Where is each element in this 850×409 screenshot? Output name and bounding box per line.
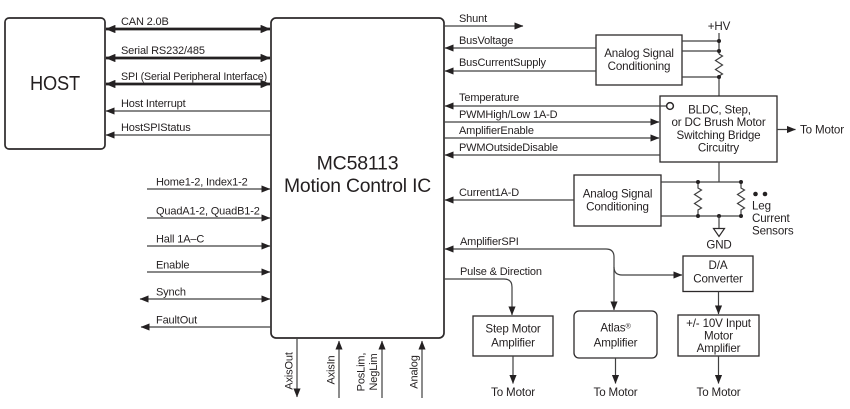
enable-label: Enable [156,260,189,272]
mc58113-label-line1: MC58113 [317,153,399,175]
junction-dot [739,180,743,184]
asc-bottom-box [573,174,662,227]
node-da-converter: D/A Converter [682,255,754,315]
axisin-label: AxisIn [326,355,338,384]
v10-amp-label-line1: +/- 10V Input [686,317,752,330]
amplifierspi-label: AmplifierSPI [460,236,519,248]
dac-box [682,255,754,293]
node-analog-signal-conditioning-bottom: Analog Signal Conditioning [573,174,662,227]
current1ad-label: Current1A-D [459,187,519,199]
hostspistatus-label: HostSPIStatus [121,122,191,134]
bridge-label-line2: or DC Brush Motor [671,116,765,129]
amplifierspi-dac-branch [613,266,683,279]
v10-amp-to-motor-label: To Motor [697,386,741,399]
node-switching-bridge: BLDC, Step, or DC Brush Motor Switching … [659,95,844,182]
leg-resistor-left [693,182,703,216]
axisout-label: AxisOut [284,352,296,390]
gnd-symbol [712,227,726,238]
quad-label: QuadA1-2, QuadB1-2 [156,206,260,218]
pulse-direction-line [444,278,516,316]
buscurrentsupply-label: BusCurrentSupply [459,57,547,69]
host-label: HOST [30,73,80,95]
faultout-label: FaultOut [156,315,197,327]
analog-label: Analog [409,355,421,388]
junction-dot [717,49,721,53]
dac-label-line2: Converter [693,273,743,286]
asc-bottom-label-line1: Analog Signal [583,188,653,201]
junction-dot [717,75,721,79]
mc58113-box [270,17,445,339]
bridge-label-line3: Switching Bridge [677,129,761,142]
leg-resistor-right [736,182,746,216]
node-step-motor-amplifier: Step Motor Amplifier To Motor [472,315,554,399]
node-analog-signal-conditioning-top: Analog Signal Conditioning [595,34,719,86]
leg-sensor-dot [762,191,768,197]
synch-label: Synch [156,287,186,299]
pwmoutsidedisable-label: PWMOutsideDisable [459,142,558,154]
pulse-direction-label: Pulse & Direction [460,266,542,278]
v10-amp-box [677,314,760,357]
bridge-to-motor-label: To Motor [800,124,844,137]
hv-rail: +HV [708,20,731,96]
bridge-label-line4: Circuitry [698,142,740,155]
junction-dot [739,214,743,218]
host-box [4,17,106,150]
leg-sensors-label-line1: Leg [752,200,771,213]
step-amp-label-line1: Step Motor [485,323,540,336]
gnd-label: GND [706,239,731,252]
neglim-label: NegLim [368,353,380,390]
host-interrupt-label: Host Interrupt [121,98,186,110]
serial-label: Serial RS232/485 [121,45,205,57]
asc-top-box [595,34,683,86]
dac-label-line1: D/A [709,259,728,272]
home-index-label: Home1-2, Index1-2 [156,177,248,189]
leg-current-sensor-network: GND Leg Current Sensors [661,180,794,252]
host-bus-lines: CAN 2.0B Serial RS232/485 SPI (Serial Pe… [105,16,271,139]
atlas-amp-label-line1: Atlas® [600,321,631,334]
step-amp-box [472,315,554,357]
node-host: HOST [4,17,106,150]
poslim-label: PosLim, [356,353,368,392]
leg-sensors-label-line2: Current [752,212,791,225]
leg-sensor-dot [753,191,758,197]
can-label: CAN 2.0B [121,16,169,28]
mc58113-label-line2: Motion Control IC [284,175,431,197]
asc-top-label-line1: Analog Signal [604,47,674,60]
v10-amp-label-line2: Motor [704,330,733,343]
node-10v-motor-amplifier: +/- 10V Input Motor Amplifier To Motor [677,314,760,399]
temperature-sensor-circle [665,101,675,111]
bridge-label-line1: BLDC, Step, [688,104,751,117]
step-amp-label-line2: Amplifier [491,336,535,349]
amplifierenable-label: AmplifierEnable [459,125,534,137]
step-amp-to-motor-label: To Motor [491,386,535,399]
temperature-label: Temperature [459,92,519,104]
node-atlas-amplifier: Atlas® Amplifier To Motor [573,310,658,399]
right-signal-lines: Shunt BusVoltage BusCurrentSupply Temper… [444,13,683,316]
left-signal-lines: Home1-2, Index1-2 QuadA1-2, QuadB1-2 Hal… [139,177,271,331]
hv-label: +HV [708,20,731,33]
spi-label: SPI (Serial Peripheral Interface) [121,71,267,83]
junction-dot [717,39,721,43]
amplifierspi-line [444,245,618,311]
junction-dot [696,214,700,218]
hall-label: Hall 1A–C [156,234,204,246]
atlas-amp-label-line2: Amplifier [594,336,638,349]
leg-sensors-label-line3: Sensors [752,225,794,238]
bottom-pin-lines: AxisOut AxisIn PosLim, NegLim Analog [284,338,426,398]
node-mc58113: MC58113 Motion Control IC [270,17,445,339]
v10-amp-label-line3: Amplifier [697,342,741,355]
atlas-amp-to-motor-label: To Motor [594,386,638,399]
bridge-box [659,95,778,163]
junction-dot [696,180,700,184]
pwmhigh-low-label: PWMHigh/Low 1A-D [459,109,558,121]
asc-bottom-label-line2: Conditioning [586,201,649,214]
hv-resistor [714,53,724,77]
atlas-amp-box [573,310,658,359]
busvoltage-label: BusVoltage [459,35,513,47]
asc-top-label-line2: Conditioning [608,60,671,73]
shunt-label: Shunt [459,13,487,25]
